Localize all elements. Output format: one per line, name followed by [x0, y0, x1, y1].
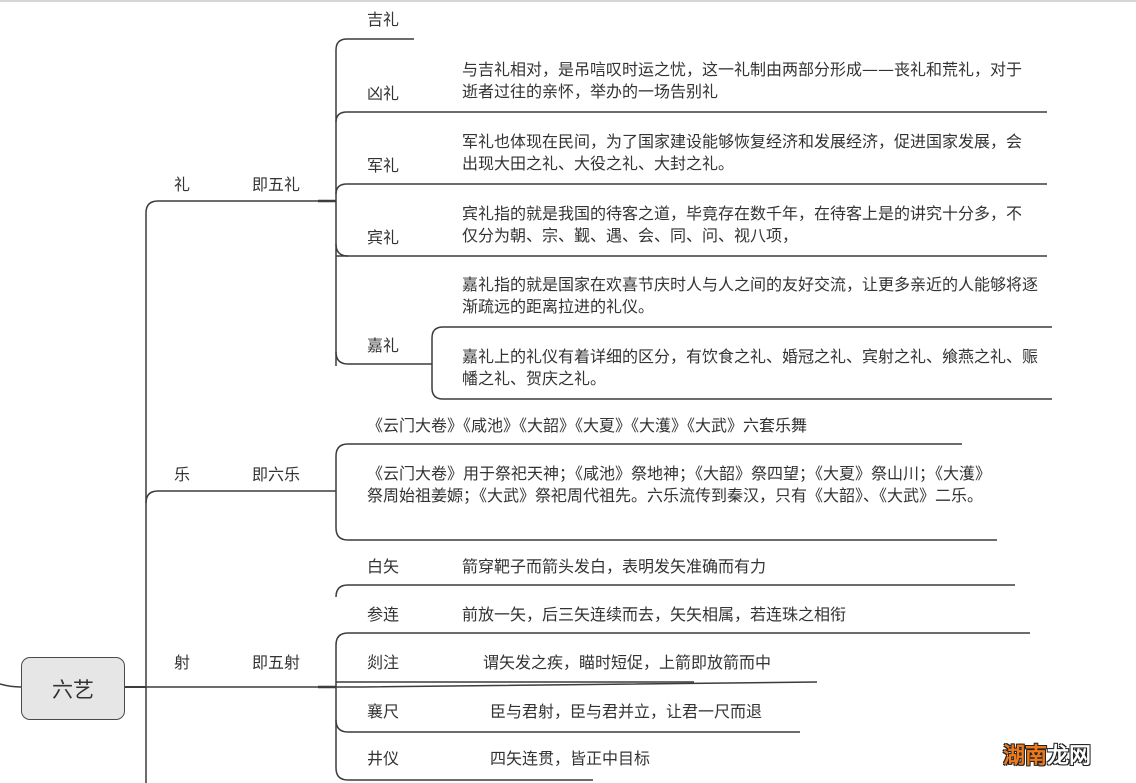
branch-she-sub[interactable]: 即五射: [252, 653, 301, 672]
watermark-logo: 湖南龙网: [1003, 738, 1091, 770]
li-item-xiongli[interactable]: 凶礼: [367, 84, 400, 103]
she-item-xiangchi[interactable]: 襄尺: [367, 702, 400, 721]
xiongli-note[interactable]: 与吉礼相对，是吊唁叹时运之忧，这一礼制由两部分形成——丧礼和荒礼，对于逝者过往的…: [462, 60, 1023, 101]
she-item-canlian[interactable]: 参连: [367, 605, 400, 624]
branch-she-label[interactable]: 射: [174, 653, 191, 672]
watermark-part1: 湖南: [1003, 744, 1048, 769]
jiali-note-1[interactable]: 嘉礼指的就是国家在欢喜节庆时人与人之间的友好交流，让更多亲近的人能够将逐渐疏远的…: [462, 275, 1039, 316]
junli-note[interactable]: 军礼也体现在民间，为了国家建设能够恢复经济和发展经济，促进国家发展，会出现大田之…: [462, 132, 1023, 173]
branch-li-label[interactable]: 礼: [174, 175, 191, 194]
yanzhu-note[interactable]: 谓矢发之疾，瞄时短促，上箭即放箭而中: [483, 653, 772, 672]
yue-note-1[interactable]: 《云门大卷》《咸池》《大韶》《大夏》《大濩》《大武》六套乐舞: [367, 416, 808, 435]
branch-yue-label[interactable]: 乐: [174, 465, 191, 484]
xiangchi-note[interactable]: 臣与君射，臣与君并立，让君一尺而退: [490, 702, 763, 721]
li-item-jiali[interactable]: 嘉礼: [367, 336, 400, 355]
watermark-part2: 龙网: [1047, 744, 1092, 769]
branch-yue-sub[interactable]: 即六乐: [252, 465, 301, 484]
baishi-note[interactable]: 箭穿靶子而箭头发白，表明发矢准确而有力: [462, 557, 767, 576]
yue-note-2[interactable]: 《云门大卷》用于祭祀天神；《咸池》祭地神；《大韶》祭四望；《大夏》祭山川；《大濩…: [367, 464, 984, 505]
li-item-junli[interactable]: 军礼: [367, 156, 400, 175]
she-item-baishi[interactable]: 白矢: [367, 557, 400, 576]
root-node[interactable]: 六艺: [21, 657, 125, 720]
binli-note[interactable]: 宾礼指的就是我国的待客之道，毕竟存在数千年，在待客上是的讲究十分多，不仅分为朝、…: [462, 204, 1023, 245]
branch-li-sub[interactable]: 即五礼: [252, 175, 301, 194]
she-item-yanzhu[interactable]: 剡注: [367, 653, 400, 672]
li-item-binli[interactable]: 宾礼: [367, 228, 400, 247]
jingyi-note[interactable]: 四矢连贯，皆正中目标: [490, 749, 651, 768]
li-item-jili[interactable]: 吉礼: [367, 10, 400, 29]
top-border: [0, 0, 1136, 2]
canlian-note[interactable]: 前放一矢，后三矢连续而去，矢矢相属，若连珠之相衔: [462, 605, 847, 624]
jiali-note-2[interactable]: 嘉礼上的礼仪有着详细的区分，有饮食之礼、婚冠之礼、宾射之礼、飨燕之礼、赈幡之礼、…: [462, 347, 1039, 388]
she-item-jingyi[interactable]: 井仪: [367, 749, 400, 768]
